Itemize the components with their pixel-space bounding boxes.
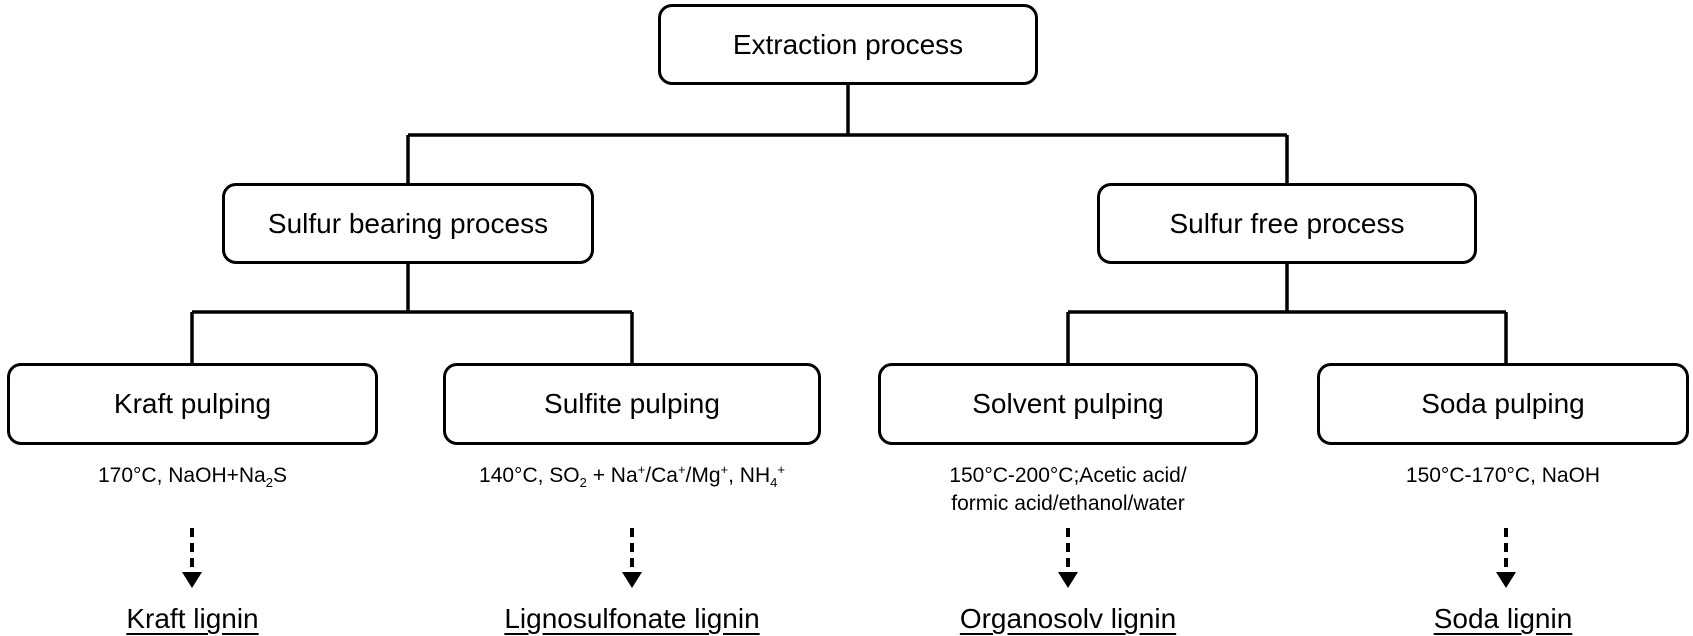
extraction-process-label: Extraction process — [732, 28, 964, 60]
sulfur-free-process-box: Sulfur free process — [1097, 183, 1477, 264]
solvent-condition-line1: 150°C-200°C;Acetic acid/ — [949, 464, 1187, 487]
solvent-condition: 150°C-200°C;Acetic acid/ formic acid/eth… — [868, 462, 1268, 518]
solvent-pulping-label: Solvent pulping — [972, 388, 1164, 419]
extraction-process-box: Extraction process — [658, 4, 1038, 85]
kraft-lignin-output: Kraft lignin — [126, 603, 259, 634]
sulfite-arrowhead — [622, 572, 642, 588]
kraft-pulping-box: Kraft pulping — [7, 363, 378, 445]
soda-condition: 150°C-170°C, NaOH — [1405, 464, 1601, 487]
solvent-pulping-box: Solvent pulping — [878, 363, 1258, 445]
sulfur-bearing-process-label: Sulfur bearing process — [267, 207, 549, 239]
soda-pulping-label: Soda pulping — [1421, 388, 1585, 419]
kraft-arrowhead — [182, 572, 202, 588]
soda-lignin-output: Soda lignin — [1433, 603, 1573, 634]
organosolv-lignin-output: Organosolv lignin — [959, 603, 1177, 634]
sulfite-pulping-label: Sulfite pulping — [544, 388, 720, 419]
sulfite-pulping-box: Sulfite pulping — [443, 363, 821, 445]
soda-arrowhead — [1496, 572, 1516, 588]
solvent-arrowhead — [1058, 572, 1078, 588]
sulfur-bearing-process-box: Sulfur bearing process — [222, 183, 594, 264]
lignosulfonate-lignin-output: Lignosulfonate lignin — [504, 603, 760, 634]
soda-pulping-box: Soda pulping — [1317, 363, 1689, 445]
solvent-condition-line2: formic acid/ethanol/water — [951, 492, 1185, 515]
kraft-pulping-label: Kraft pulping — [113, 388, 272, 419]
sulfur-free-process-label: Sulfur free process — [1169, 207, 1405, 239]
sulfite-condition: 140°C, SO2 + Na+/Ca+/Mg+, NH4+ — [479, 462, 785, 491]
kraft-condition: 170°C, NaOH+Na2S — [98, 464, 287, 491]
